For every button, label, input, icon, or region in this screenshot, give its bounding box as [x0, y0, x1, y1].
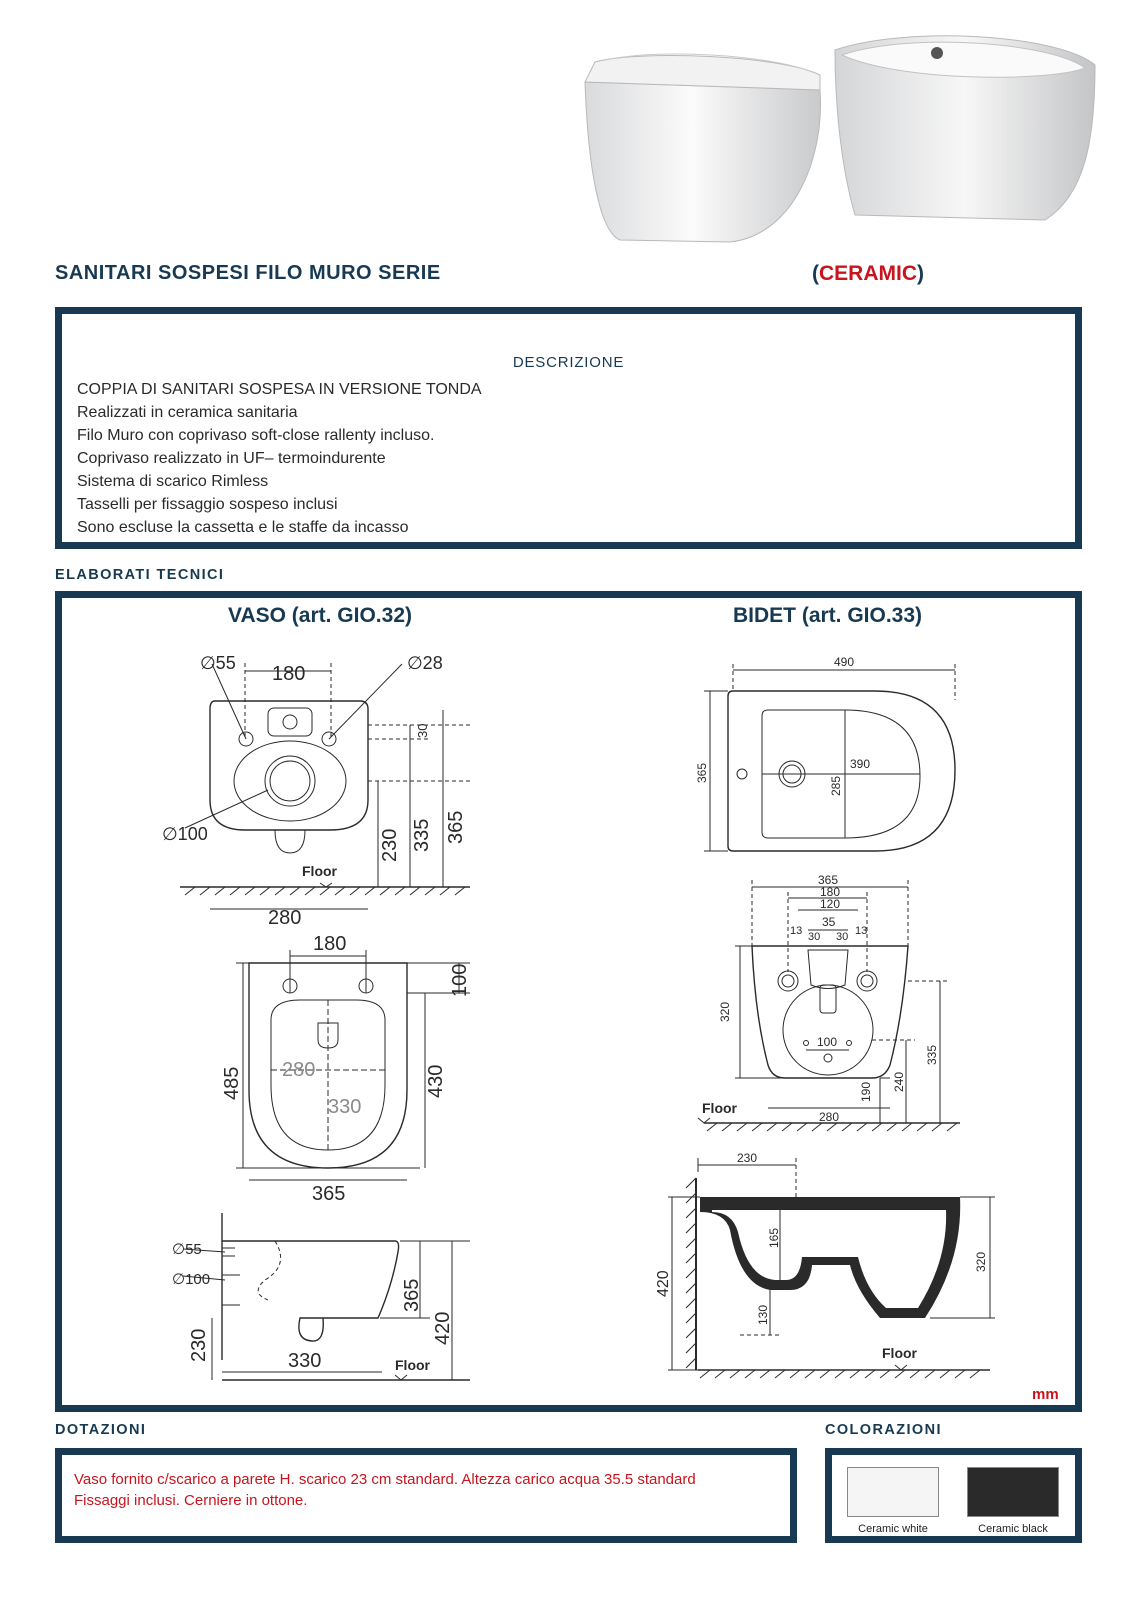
- bidet-top-285: 285: [829, 776, 843, 796]
- bidet-front-view: [697, 880, 960, 1132]
- vaso-front-floor: Floor: [302, 863, 338, 879]
- bidet-front-240: 240: [892, 1072, 906, 1092]
- description-box: DESCRIZIONE COPPIA DI SANITARI SOSPESA I…: [55, 307, 1082, 549]
- vaso-front-labels: ∅55 ∅28 180 ∅100 Floor 280 30 230 335 36…: [162, 653, 467, 929]
- bidet-top-labels: 490 365 390 285: [695, 655, 870, 796]
- vaso-title: VASO (art. GIO.32): [228, 604, 412, 627]
- product-photos: [584, 35, 1096, 243]
- bidet-front-35: 35: [822, 915, 836, 929]
- bidet-front-100: 100: [817, 1035, 837, 1049]
- bidet-front-365: 365: [818, 873, 838, 887]
- vaso-front-30: 30: [415, 724, 430, 738]
- technical-drawings: ∅55 ∅28 180 ∅100 Floor 280 30 230 335 36…: [162, 653, 995, 1381]
- bidet-front-30b: 30: [836, 931, 848, 943]
- bidet-side-420: 420: [655, 1270, 672, 1297]
- unit-label: mm: [1032, 1386, 1059, 1403]
- bidet-front-labels: 365 180 120 35 30 30 13 13 320 100 190 2…: [702, 873, 939, 1124]
- bidet-front-30a: 30: [808, 931, 820, 943]
- bidet-title: BIDET (art. GIO.33): [733, 604, 923, 627]
- vaso-top-180: 180: [313, 933, 346, 955]
- bidet-top-view: [704, 664, 956, 852]
- bidet-front-190: 190: [859, 1082, 873, 1102]
- description-line: Sono escluse la cassetta e le staffe da …: [77, 519, 409, 536]
- vaso-side-floor: Floor: [395, 1357, 431, 1373]
- bidet-side-section: [668, 1158, 995, 1379]
- vaso-side-labels: ∅55 ∅100 365 420 230 330 Floor: [172, 1241, 454, 1373]
- description-line: Realizzati in ceramica sanitaria: [77, 404, 298, 421]
- vaso-front-280: 280: [268, 907, 301, 929]
- vaso-top-365: 365: [312, 1183, 345, 1205]
- vaso-side-365: 365: [401, 1279, 423, 1312]
- description-line: Coprivaso realizzato in UF– termoinduren…: [77, 450, 386, 467]
- material-label: (CERAMIC): [812, 262, 924, 285]
- description-list: COPPIA DI SANITARI SOSPESA IN VERSIONE T…: [77, 378, 482, 539]
- bidet-front-335: 335: [925, 1045, 939, 1065]
- vaso-front-365: 365: [445, 811, 467, 844]
- description-line: Tasselli per fissaggio sospeso inclusi: [77, 496, 338, 513]
- bidet-top-490: 490: [834, 655, 854, 669]
- vaso-side-420: 420: [432, 1312, 454, 1345]
- vaso-front-230: 230: [379, 829, 401, 862]
- description-line: Filo Muro con coprivaso soft-close ralle…: [77, 427, 435, 444]
- vaso-front-d28: ∅28: [407, 653, 443, 673]
- bidet-side-floor: Floor: [882, 1345, 918, 1361]
- vaso-top-280: 280: [282, 1059, 315, 1081]
- description-heading: DESCRIZIONE: [512, 354, 625, 371]
- bidet-front-180: 180: [820, 885, 840, 899]
- vaso-top-330: 330: [328, 1096, 361, 1118]
- bidet-side-165: 165: [767, 1228, 781, 1248]
- swatch-label-white: Ceramic white: [858, 1523, 928, 1535]
- bidet-side-labels: 230 165 130 420 320 Floor: [655, 1151, 988, 1361]
- vaso-front-d100: ∅100: [162, 824, 208, 844]
- vaso-top-485: 485: [221, 1067, 243, 1100]
- colorazioni-box: Ceramic white Ceramic black: [825, 1448, 1082, 1543]
- dotazioni-line: Fissaggi inclusi. Cerniere in ottone.: [74, 1492, 308, 1509]
- vaso-front-view: [180, 663, 470, 910]
- bidet-front-320: 320: [718, 1002, 732, 1022]
- bidet-front-floor: Floor: [702, 1100, 738, 1116]
- vaso-side-view: [182, 1213, 470, 1381]
- bidet-front-13a: 13: [790, 925, 802, 937]
- vaso-side-d100: ∅100: [172, 1271, 210, 1288]
- bidet-top-365: 365: [695, 763, 709, 783]
- bidet-side-320: 320: [974, 1252, 988, 1272]
- swatch-ceramic-black[interactable]: [967, 1467, 1059, 1517]
- bidet-side-130: 130: [756, 1305, 770, 1325]
- vaso-top-430: 430: [425, 1065, 447, 1098]
- vaso-front-d55: ∅55: [200, 653, 236, 673]
- vaso-side-330: 330: [288, 1350, 321, 1372]
- technical-section-label: ELABORATI TECNICI: [55, 567, 225, 583]
- vaso-side-230: 230: [188, 1329, 210, 1362]
- swatch-label-black: Ceramic black: [978, 1523, 1048, 1535]
- swatch-ceramic-white[interactable]: [847, 1467, 939, 1517]
- bidet-top-390: 390: [850, 757, 870, 771]
- description-line: Sistema di scarico Rimless: [77, 473, 269, 490]
- page-title: SANITARI SOSPESI FILO MURO SERIE: [55, 262, 441, 284]
- dotazioni-label: DOTAZIONI: [55, 1422, 147, 1438]
- vaso-front-180: 180: [272, 663, 305, 685]
- vaso-top-labels: 180 100 485 430 280 330 365: [221, 933, 471, 1205]
- vaso-front-335: 335: [411, 819, 433, 852]
- colorazioni-label: COLORAZIONI: [825, 1422, 942, 1438]
- description-line: COPPIA DI SANITARI SOSPESA IN VERSIONE T…: [77, 381, 482, 398]
- vaso-side-d55: ∅55: [172, 1241, 202, 1258]
- bidet-side-230: 230: [737, 1151, 757, 1165]
- bidet-front-120: 120: [820, 897, 840, 911]
- vaso-top-100: 100: [449, 964, 471, 997]
- vaso-top-view: [236, 950, 470, 1181]
- bidet-photo: [834, 35, 1096, 221]
- dotazioni-list: Vaso fornito c/scarico a parete H. scari…: [74, 1469, 696, 1511]
- dotazioni-box: Vaso fornito c/scarico a parete H. scari…: [55, 1448, 797, 1543]
- dotazioni-line: Vaso fornito c/scarico a parete H. scari…: [74, 1471, 696, 1488]
- bidet-front-13b: 13: [855, 925, 867, 937]
- toilet-photo: [584, 53, 822, 243]
- bidet-front-280: 280: [819, 1110, 839, 1124]
